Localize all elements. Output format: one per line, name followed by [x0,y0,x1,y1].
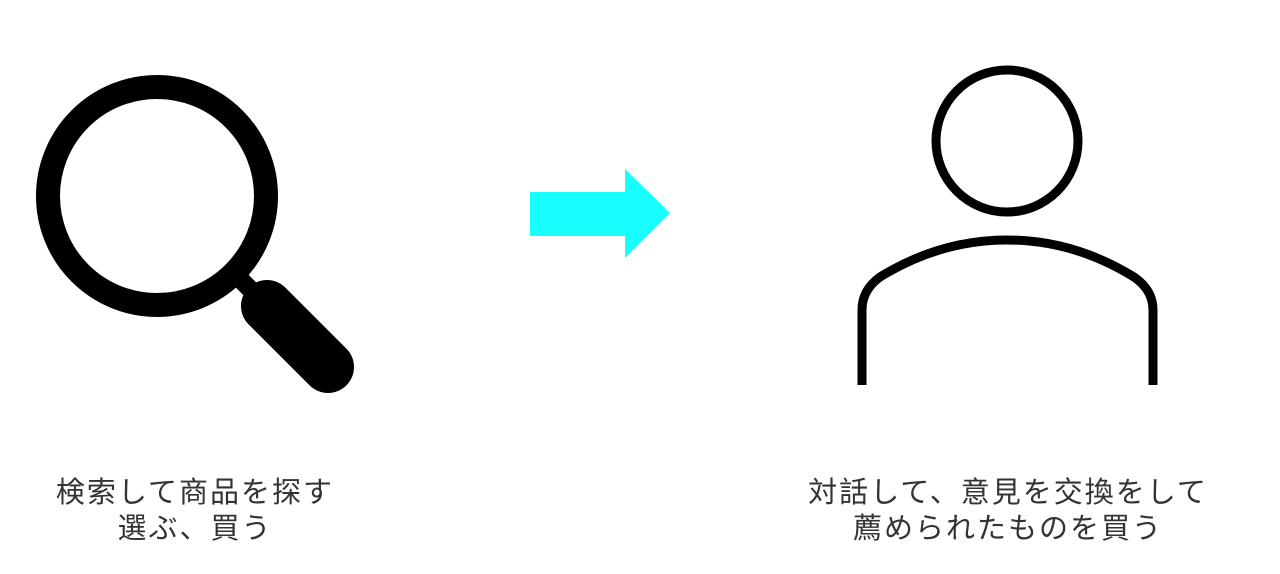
search-caption: 検索して商品を探す 選ぶ、買う [0,474,390,546]
right-arrow-icon [530,169,670,258]
caption-line: 薦められたものを買う [852,511,1163,545]
caption-line: 対話して、意見を交換をして [808,475,1208,509]
person-icon [857,65,1158,385]
dialogue-caption: 対話して、意見を交換をして 薦められたものを買う [778,474,1238,546]
magnifying-glass-icon [36,75,354,393]
caption-line: 選ぶ、買う [117,511,273,545]
caption-line: 検索して商品を探す [55,475,335,509]
